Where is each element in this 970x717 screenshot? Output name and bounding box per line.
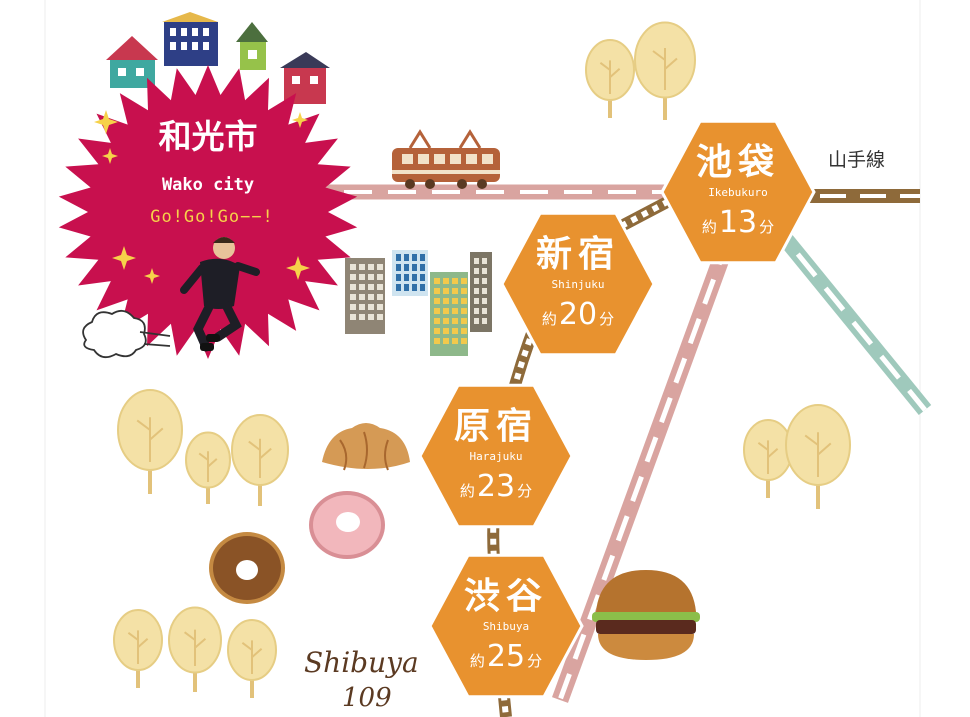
station-name-kanji: 池袋	[696, 142, 780, 183]
hamburger-illustration	[592, 570, 700, 660]
trees	[113, 21, 851, 698]
shibuya-109-line2: 109	[342, 683, 392, 713]
tree-illustration	[168, 606, 222, 692]
station-name-romaji: Ikebukuro	[708, 186, 768, 199]
tree-illustration	[634, 21, 696, 120]
station-name-romaji: Shinjuku	[552, 278, 605, 291]
tree-illustration	[227, 619, 277, 698]
pink-donut-illustration	[309, 491, 385, 559]
station-name-kanji: 渋谷	[464, 576, 548, 617]
sparkle-icons	[94, 110, 310, 284]
shibuya-109-line1: Shibuya	[304, 646, 419, 679]
tree-illustration	[743, 419, 793, 498]
dust-cloud-illustration	[82, 309, 171, 359]
badge-slogan: Go!Go!Go−−!	[150, 207, 274, 227]
tree-illustration	[117, 389, 183, 494]
station-hexagon	[418, 383, 574, 529]
station-hexagon	[428, 553, 584, 699]
station-name-kanji: 原宿	[454, 406, 538, 447]
badge-subtitle: Wako city	[162, 175, 254, 195]
tree-illustration	[231, 414, 289, 506]
rail-line-pink-diagonal	[552, 237, 736, 703]
tree-illustration	[185, 431, 231, 504]
tree-illustration	[785, 404, 851, 509]
tree-illustration	[585, 39, 635, 118]
station-hexagon	[500, 211, 656, 357]
station-name-romaji: Shibuya	[483, 620, 529, 633]
yamanote-line-label: 山手線	[828, 149, 885, 171]
rail-line-teal	[763, 214, 932, 416]
chocolate-donut-illustration	[209, 532, 285, 604]
station-name-romaji: Harajuku	[470, 450, 523, 463]
wako-city-badge: 和光市 Wako city Go!Go!Go−−!	[58, 65, 358, 359]
shibuya-109-label: Shibuya 109	[304, 646, 419, 713]
buildings-illustration	[345, 250, 492, 356]
tree-illustration	[113, 609, 163, 688]
station-hexagon	[660, 119, 816, 265]
badge-title: 和光市	[159, 117, 258, 156]
station-name-kanji: 新宿	[536, 234, 620, 275]
train-illustration	[392, 129, 500, 189]
running-person-figure	[180, 237, 260, 352]
croissant-illustration	[322, 423, 410, 471]
